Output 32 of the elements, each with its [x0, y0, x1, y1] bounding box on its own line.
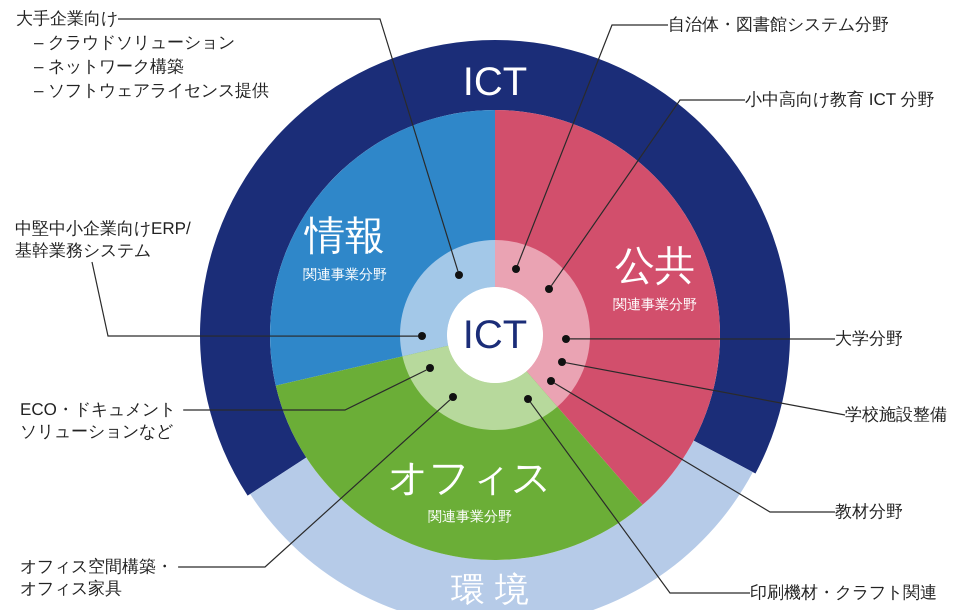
- segment-title: 情報: [305, 216, 385, 256]
- list-item: – ソフトウェアライセンス提供: [34, 80, 270, 102]
- callout-text: 大学分野: [835, 328, 903, 350]
- list-item: – クラウドソリューション: [34, 32, 236, 54]
- leader-line: [118, 18, 458, 272]
- leader-line: [550, 99, 745, 286]
- callout-text: 教材分野: [835, 501, 903, 523]
- callout-text: オフィス空間構築・オフィス家具: [20, 556, 174, 600]
- callout-text: 大手企業向け: [16, 8, 118, 30]
- callout-text: 印刷機材・クラフト関連: [750, 582, 937, 604]
- leader-line: [530, 402, 750, 594]
- center-title: ICT: [462, 315, 528, 355]
- leader-line: [178, 399, 450, 568]
- segment-title: 公共: [615, 246, 695, 286]
- segment-subtitle: 関連事業分野: [428, 509, 512, 523]
- ring-title: ICT: [462, 62, 528, 102]
- callout-text: 学校施設整備: [845, 404, 947, 426]
- leader-line: [566, 362, 846, 416]
- leader-line: [570, 338, 835, 340]
- list-item: – ネットワーク構築: [34, 56, 184, 78]
- segment-title: オフィス: [388, 458, 552, 498]
- callout-text: ECO・ドキュメントソリューションなど: [20, 399, 177, 443]
- callout-text: 小中高向け教育 ICT 分野: [745, 89, 935, 111]
- callout-text: 自治体・図書館システム分野: [668, 14, 889, 36]
- leader-line: [183, 369, 427, 411]
- segment-subtitle: 関連事業分野: [613, 297, 697, 311]
- ring-title: 環境: [450, 573, 540, 607]
- leader-line: [516, 24, 668, 266]
- callout-text: 中堅中小企業向けERP/ 基幹業務システム: [15, 218, 192, 262]
- leader-line: [554, 382, 835, 513]
- leader-line: [91, 262, 418, 337]
- segment-subtitle: 関連事業分野: [303, 267, 387, 281]
